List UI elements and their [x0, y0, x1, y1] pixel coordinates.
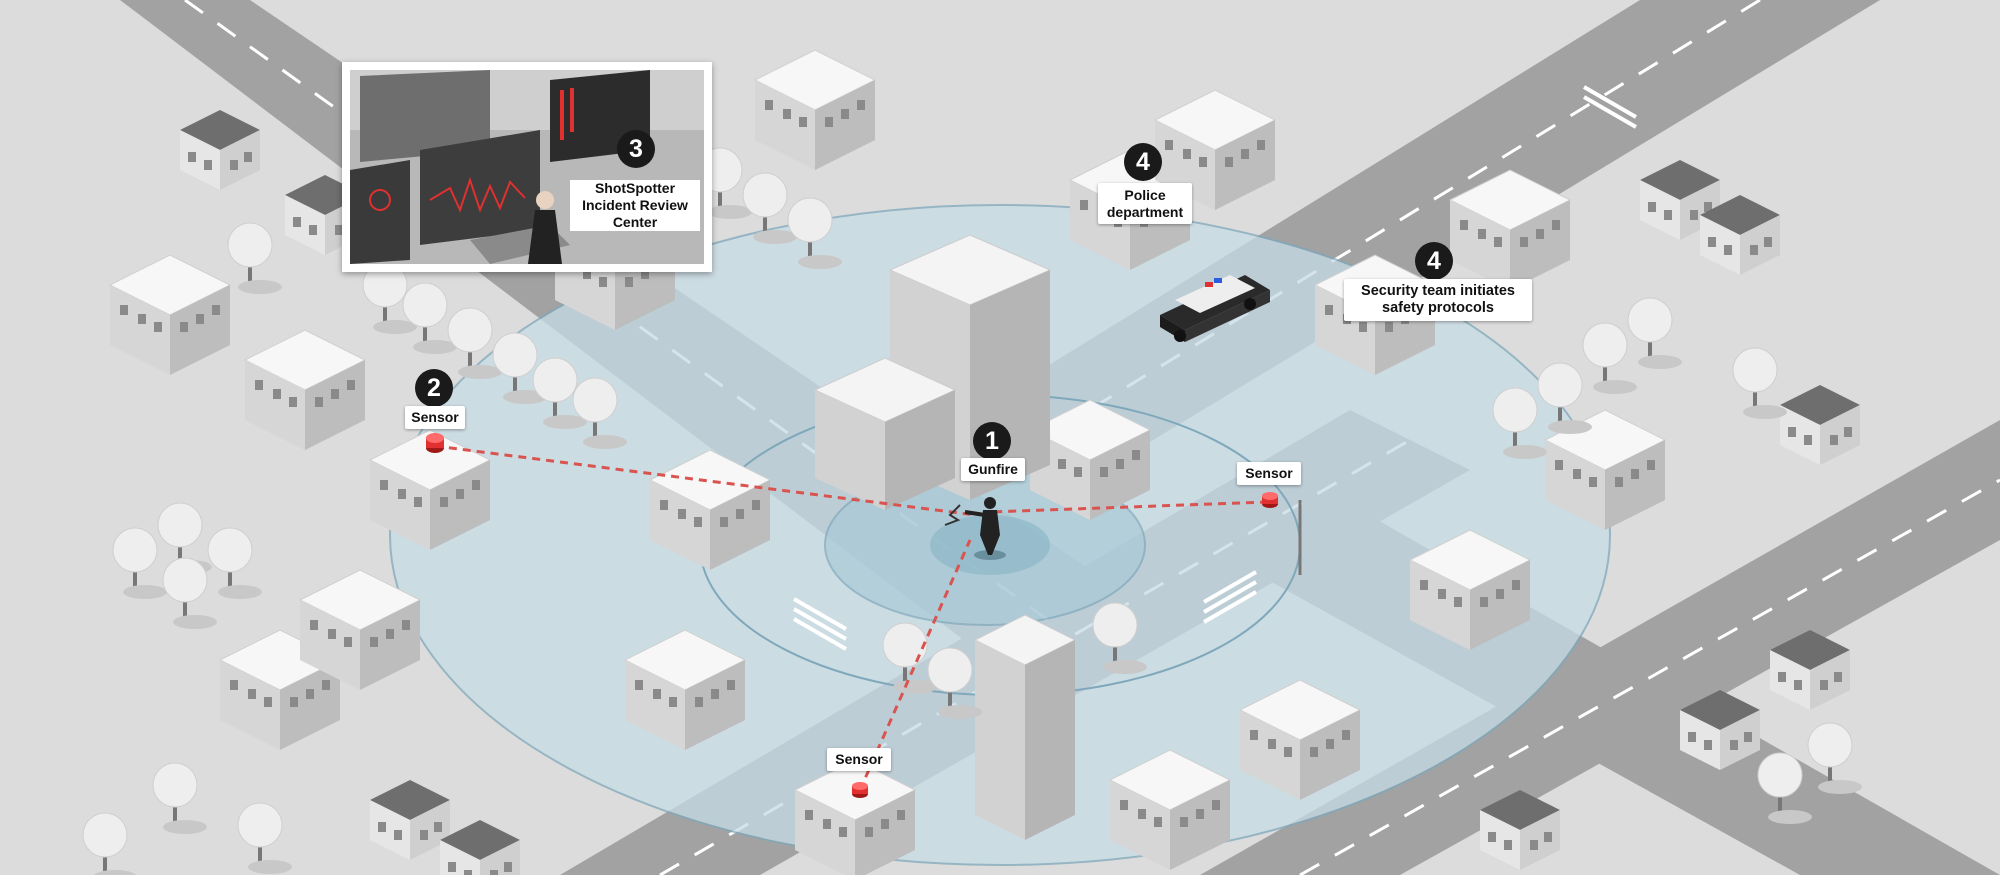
security-team-label: Security team initiates safety protocols — [1344, 279, 1532, 322]
review-center-screens-icon — [350, 70, 704, 264]
step-4-security-badge: 4 — [1415, 242, 1453, 280]
police-car-icon — [1160, 275, 1270, 342]
step-4-police-badge: 4 — [1124, 143, 1162, 181]
review-center-card: 3 ShotSpotter Incident Review Center — [342, 62, 712, 272]
step-2-badge: 2 — [415, 369, 453, 407]
gunfire-label: Gunfire — [961, 458, 1025, 481]
police-department-label: Police department — [1098, 183, 1192, 225]
sensor-device-icon — [426, 433, 444, 453]
sensor-east-label: Sensor — [1237, 462, 1301, 485]
step-1-badge: 1 — [973, 422, 1011, 460]
gunman-figure-icon — [944, 497, 1006, 560]
review-center-label: ShotSpotter Incident Review Center — [570, 180, 700, 232]
step-3-badge: 3 — [617, 130, 655, 168]
sensor-primary-label: Sensor — [405, 406, 465, 429]
sensor-south-label: Sensor — [827, 748, 891, 771]
